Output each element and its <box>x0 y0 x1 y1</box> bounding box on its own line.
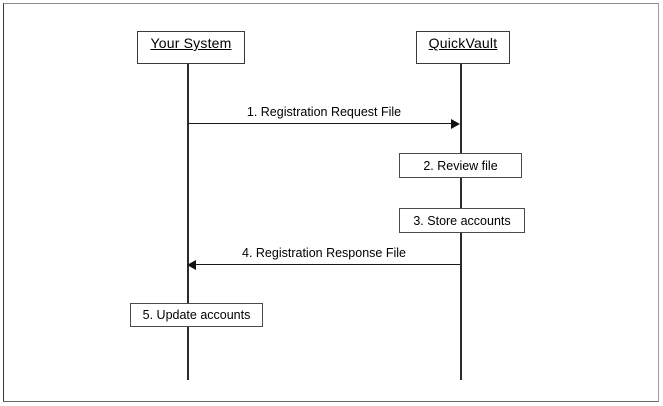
actor-label-your-system: Your System <box>150 35 232 51</box>
message-label-4: 4. Registration Response File <box>242 246 406 260</box>
action-box-store-accounts[interactable]: 3. Store accounts <box>399 208 525 233</box>
diagram-frame: 1. Registration Request File 4. Registra… <box>3 3 659 402</box>
message-label-1: 1. Registration Request File <box>246 105 402 119</box>
action-box-update-accounts[interactable]: 5. Update accounts <box>130 303 263 327</box>
message-arrowhead-1 <box>451 119 460 129</box>
actor-label-quickvault: QuickVault <box>428 35 498 51</box>
action-label-review-file: 2. Review file <box>423 158 498 173</box>
action-label-store-accounts: 3. Store accounts <box>413 213 511 228</box>
action-box-review-file[interactable]: 2. Review file <box>399 153 522 178</box>
actor-box-your-system[interactable]: Your System <box>137 31 245 64</box>
message-line-4 <box>196 264 460 265</box>
action-label-update-accounts: 5. Update accounts <box>142 308 251 322</box>
actor-box-quickvault[interactable]: QuickVault <box>416 31 510 64</box>
message-line-1 <box>188 123 452 124</box>
lifeline-your-system <box>187 64 189 380</box>
message-arrowhead-4 <box>187 260 196 270</box>
